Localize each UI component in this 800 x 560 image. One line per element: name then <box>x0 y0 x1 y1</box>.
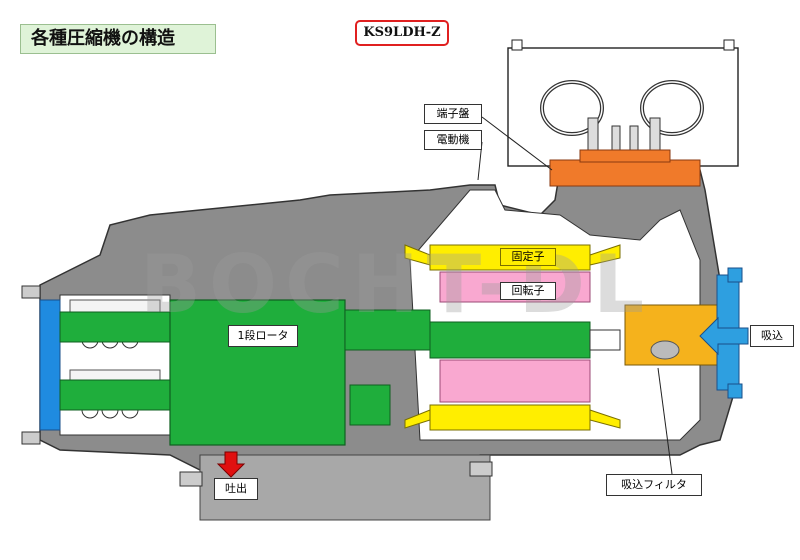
rotor <box>439 271 591 403</box>
label-rotor: 回転子 <box>500 282 556 300</box>
label-suction: 吸込 <box>750 325 794 347</box>
end-cover <box>39 299 61 431</box>
label-suction-filter: 吸込フィルタ <box>606 474 702 496</box>
label-motor: 電動機 <box>424 130 482 150</box>
terminal-board <box>549 149 701 187</box>
label-discharge: 吐出 <box>214 478 258 500</box>
suction-arrow <box>699 316 749 356</box>
model-number: KS9LDH-Z <box>355 20 449 46</box>
terminal-box <box>507 39 739 167</box>
first-stage-rotor <box>59 299 621 446</box>
watermark: BOCHT-DL <box>140 238 652 331</box>
label-first-stage-rotor: 1段ロータ <box>228 325 298 347</box>
page-title: 各種圧縮機の構造 <box>20 24 216 54</box>
label-stator: 固定子 <box>500 248 556 266</box>
discharge-arrow <box>216 451 246 478</box>
label-terminal-board: 端子盤 <box>424 104 482 124</box>
